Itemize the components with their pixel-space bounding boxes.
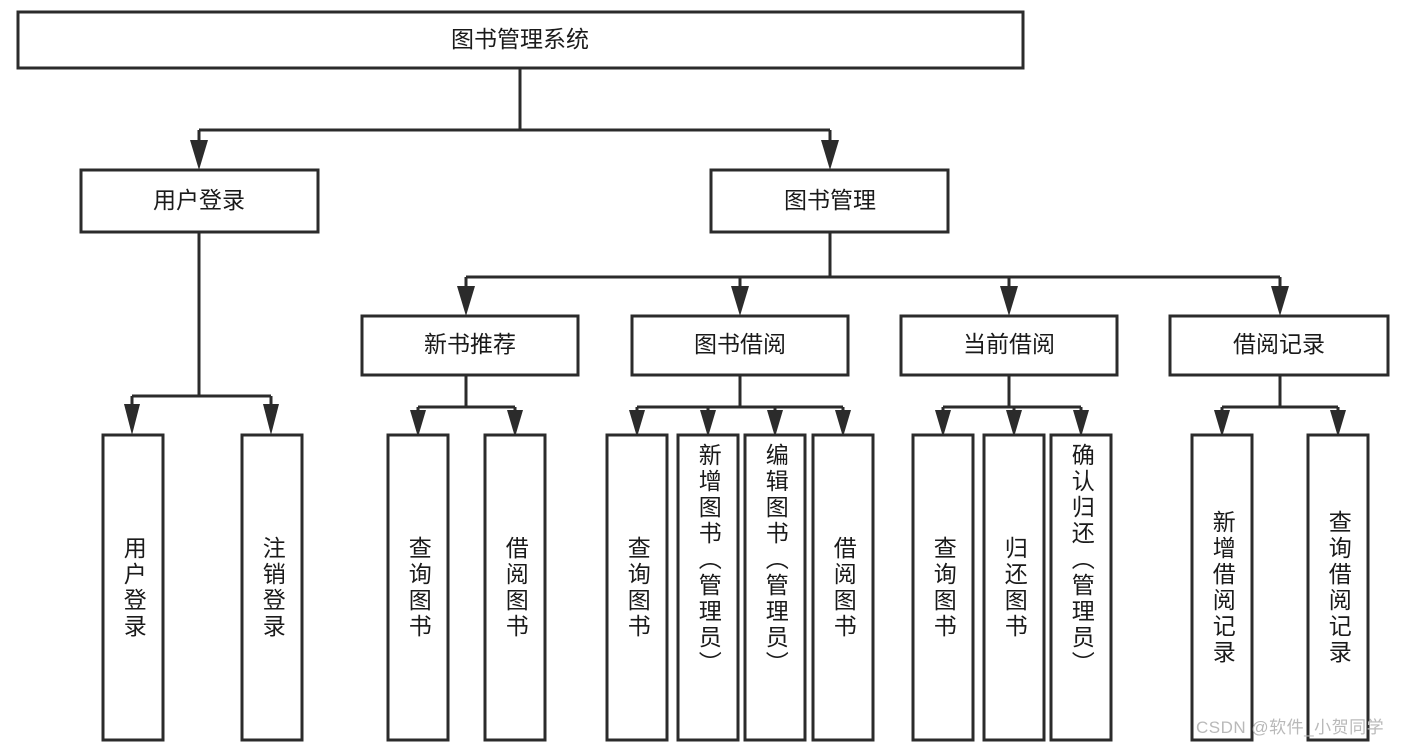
node-current-borrow-rect[interactable] [899,314,1119,377]
arrow-leaf-query-book-2 [629,410,645,437]
node-current-borrow-label: 当前借阅 [963,331,1055,357]
node-book-manage-label: 图书管理 [784,187,876,213]
node-leaf-add-book-rect[interactable] [676,433,740,742]
node-new-book-recommend-label: 新书推荐 [424,331,516,357]
node-user-login[interactable]: 用户登录 [79,168,320,234]
node-leaf-add-record-rect[interactable] [1190,433,1254,742]
node-leaf-borrow-book-1-rect[interactable] [483,433,547,742]
node-leaf-logout-rect[interactable] [240,433,304,742]
node-user-login-label: 用户登录 [153,187,245,213]
arrow-book-borrow [731,286,749,316]
node-leaf-confirm-return-rect[interactable] [1049,433,1113,742]
node-book-manage-rect[interactable] [709,168,950,234]
node-leaf-user-login-rect[interactable] [101,433,165,742]
connectors-group [124,68,1346,437]
watermark-text: CSDN @软件_小贺同学 [1196,718,1385,737]
arrow-borrow-record [1271,286,1289,316]
arrow-current-borrow [1000,286,1018,316]
node-new-book-recommend-rect[interactable] [360,314,580,377]
arrow-leaf-add-book [700,410,716,437]
arrow-leaf-edit-book [767,410,783,437]
arrow-leaf-query-book-1 [410,410,426,437]
node-leaf-borrow-book-2-rect[interactable] [811,433,875,742]
node-current-borrow[interactable]: 当前借阅 [899,314,1119,377]
node-root-rect[interactable] [16,10,1025,70]
arrow-leaf-borrow-book-1 [507,410,523,437]
arrow-leaf-borrow-book-2 [835,410,851,437]
node-borrow-record-rect[interactable] [1168,314,1390,377]
node-root[interactable]: 图书管理系统 [16,10,1025,70]
node-book-borrow-label: 图书借阅 [694,331,786,357]
node-book-manage[interactable]: 图书管理 [709,168,950,234]
arrow-leaf-logout [263,404,279,435]
arrow-leaf-add-record [1214,410,1230,437]
arrow-new-book-recommend [457,286,475,316]
nodes-group: 图书管理系统 用户登录 图书管理 新书推荐 图书借阅 当前 [16,10,1390,742]
node-book-borrow-rect[interactable] [630,314,850,377]
node-book-borrow[interactable]: 图书借阅 [630,314,850,377]
arrow-user-login [190,140,208,170]
arrow-leaf-query-record [1330,410,1346,437]
node-leaf-query-book-2-rect[interactable] [605,433,669,742]
arrow-leaf-confirm-return [1073,410,1089,437]
node-leaf-return-book-rect[interactable] [982,433,1046,742]
arrow-book-manage [821,140,839,170]
node-leaf-query-book-3-rect[interactable] [911,433,975,742]
node-leaf-query-record-rect[interactable] [1306,433,1370,742]
node-borrow-record[interactable]: 借阅记录 [1168,314,1390,377]
node-root-label: 图书管理系统 [451,26,589,52]
arrow-leaf-return-book [1006,410,1022,437]
node-borrow-record-label: 借阅记录 [1233,331,1325,357]
arrow-leaf-query-book-3 [935,410,951,437]
arrow-leaf-user-login [124,404,140,435]
node-new-book-recommend[interactable]: 新书推荐 [360,314,580,377]
node-user-login-rect[interactable] [79,168,320,234]
node-leaf-query-book-1-rect[interactable] [386,433,450,742]
node-leaf-edit-book-rect[interactable] [743,433,807,742]
